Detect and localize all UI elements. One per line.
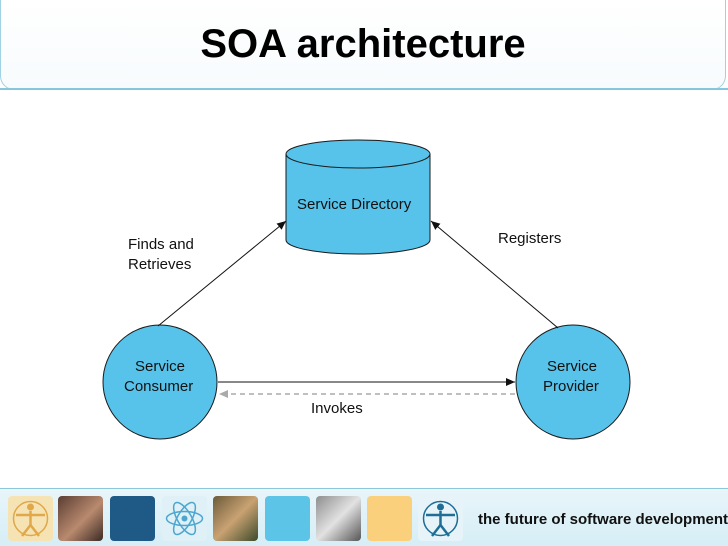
yellow-color-tile	[367, 496, 412, 541]
footer-strip: the future of software development	[0, 488, 728, 546]
person-photo-tile	[213, 496, 258, 541]
service-provider-node	[515, 324, 631, 440]
people-photo-tile	[58, 496, 103, 541]
laptop-photo-tile	[316, 496, 361, 541]
provider-label-line2: Provider	[543, 378, 599, 395]
page-title: SOA architecture	[200, 22, 526, 66]
vitruvian-blue-icon	[418, 496, 463, 541]
consumer-label-line1: Service	[135, 358, 186, 375]
finds-arrow	[157, 220, 287, 327]
sky-blue-color-tile	[265, 496, 310, 541]
provider-label-line1: Service	[547, 358, 598, 375]
navy-color-tile	[110, 496, 155, 541]
service-directory-node	[285, 139, 431, 255]
consumer-label-line2: Consumer	[124, 378, 194, 395]
title-divider	[0, 88, 728, 90]
vitruvian-figure-icon	[8, 496, 53, 541]
footer-tagline: the future of software development	[478, 511, 728, 528]
atom-icon	[162, 496, 207, 541]
invokes-label: Invokes	[311, 400, 363, 417]
finds-label-line1: Finds and	[128, 236, 194, 253]
directory-label: Service Directory	[297, 196, 412, 213]
registers-label: Registers	[498, 230, 562, 247]
title-banner: SOA architecture	[0, 0, 726, 90]
finds-label-line2: Retrieves	[128, 256, 192, 273]
registers-arrow	[430, 220, 559, 329]
